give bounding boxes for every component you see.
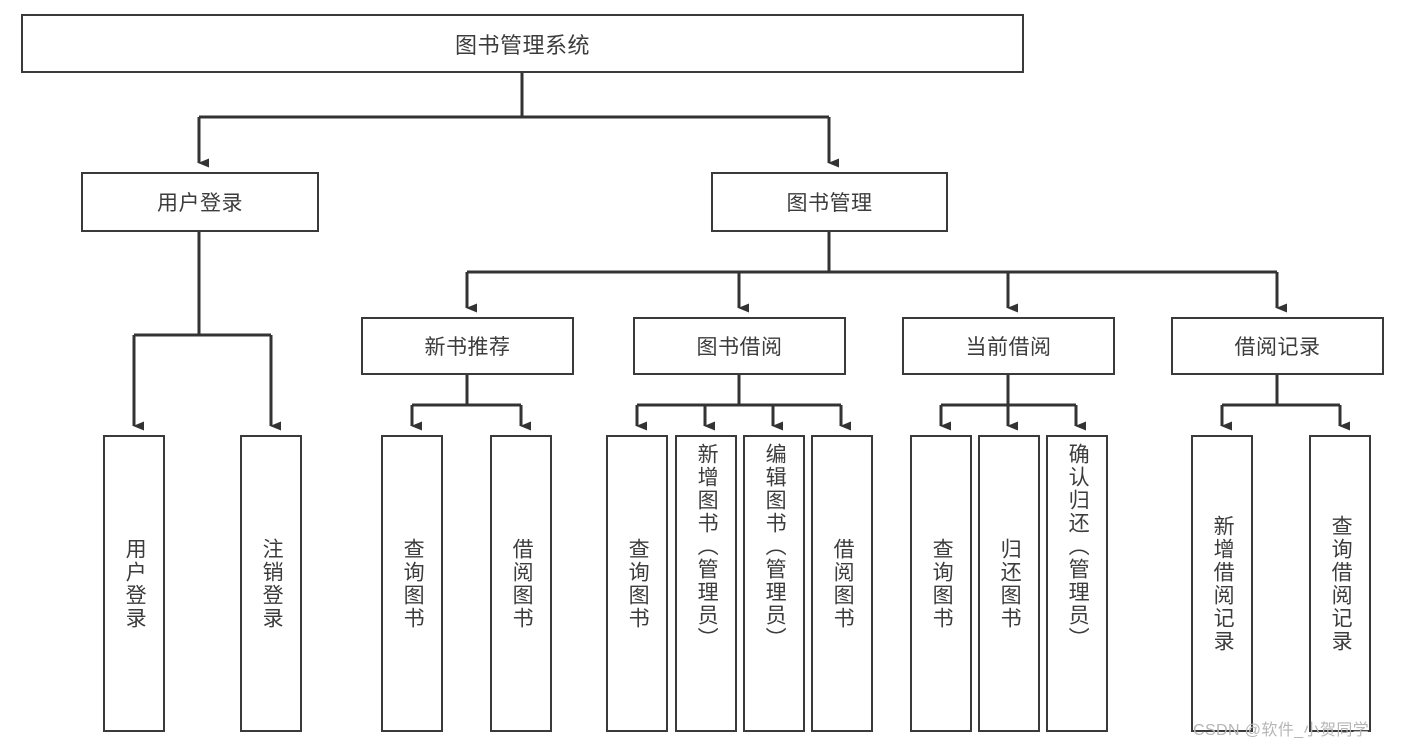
leaf-query-record-label: 查询借阅记录 — [1329, 514, 1353, 653]
leaf-query-record[interactable]: 查询借阅记录 — [1309, 435, 1371, 732]
leaf-add-book[interactable]: 新增图书（管理员） — [675, 435, 737, 732]
leaf-return-book-label: 归还图书 — [998, 537, 1022, 630]
leaf-query-book-2-label: 查询图书 — [626, 537, 650, 630]
node-book-manage-label: 图书管理 — [786, 192, 873, 215]
leaf-borrow-book-2[interactable]: 借阅图书 — [811, 435, 873, 732]
leaf-query-book-1-label: 查询图书 — [401, 537, 425, 630]
leaf-add-record-label: 新增借阅记录 — [1211, 514, 1235, 653]
leaf-user-login[interactable]: 用户登录 — [103, 435, 165, 732]
node-new-book-recommend[interactable]: 新书推荐 — [361, 317, 574, 375]
leaf-confirm-return[interactable]: 确认归还（管理员） — [1046, 435, 1108, 732]
leaf-query-book-3-label: 查询图书 — [930, 537, 954, 630]
node-root[interactable]: 图书管理系统 — [21, 14, 1024, 73]
node-user-login[interactable]: 用户登录 — [81, 172, 319, 232]
leaf-query-book-1[interactable]: 查询图书 — [381, 435, 443, 732]
leaf-edit-book-label: 编辑图书（管理员） — [763, 443, 787, 650]
node-book-borrow[interactable]: 图书借阅 — [633, 317, 846, 375]
node-borrow-record-label: 借阅记录 — [1234, 336, 1321, 359]
leaf-add-record[interactable]: 新增借阅记录 — [1191, 435, 1253, 732]
leaf-edit-book[interactable]: 编辑图书（管理员） — [743, 435, 805, 732]
leaf-query-book-3[interactable]: 查询图书 — [910, 435, 972, 732]
csdn-watermark: CSDN @软件_小贺同学 — [1193, 722, 1370, 739]
node-current-borrow[interactable]: 当前借阅 — [902, 317, 1115, 375]
node-root-label: 图书管理系统 — [454, 32, 590, 58]
leaf-query-book-2[interactable]: 查询图书 — [606, 435, 668, 732]
leaf-return-book[interactable]: 归还图书 — [978, 435, 1040, 732]
leaf-borrow-book-2-label: 借阅图书 — [831, 537, 855, 630]
node-new-book-recommend-label: 新书推荐 — [424, 336, 511, 359]
node-current-borrow-label: 当前借阅 — [965, 336, 1052, 359]
node-book-borrow-label: 图书借阅 — [696, 336, 783, 359]
leaf-borrow-book-1[interactable]: 借阅图书 — [490, 435, 552, 732]
leaf-logout-label: 注销登录 — [260, 537, 284, 630]
node-borrow-record[interactable]: 借阅记录 — [1171, 317, 1384, 375]
leaf-confirm-return-label: 确认归还（管理员） — [1066, 443, 1090, 650]
node-book-manage[interactable]: 图书管理 — [711, 172, 948, 232]
node-user-login-label: 用户登录 — [157, 192, 243, 215]
leaf-add-book-label: 新增图书（管理员） — [695, 443, 719, 650]
leaf-borrow-book-1-label: 借阅图书 — [510, 537, 534, 630]
leaf-user-login-label: 用户登录 — [123, 537, 147, 630]
leaf-logout[interactable]: 注销登录 — [240, 435, 302, 732]
